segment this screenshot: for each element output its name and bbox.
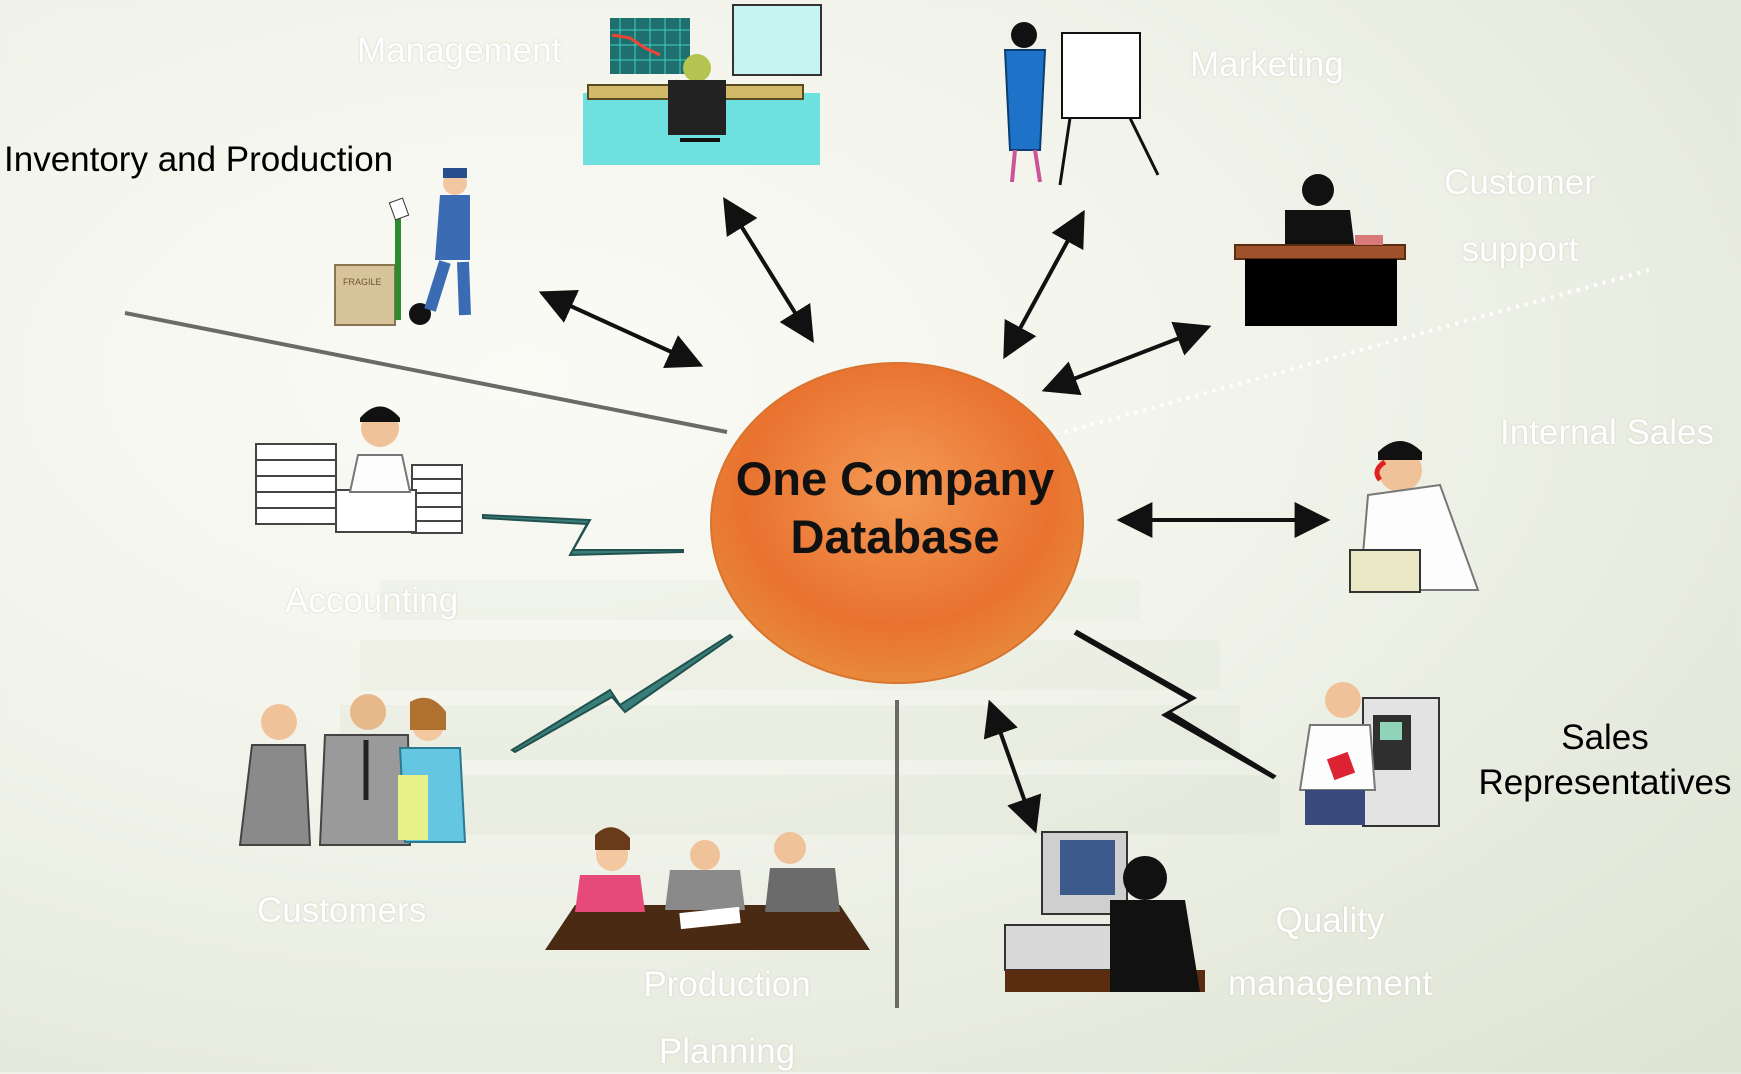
hub-label: One Company Database bbox=[700, 450, 1090, 566]
arrow-inventory bbox=[538, 290, 704, 368]
divider-line-dotted bbox=[1064, 268, 1651, 434]
label-inventory-production: Inventory and Production bbox=[4, 140, 394, 179]
arrow-customer-support bbox=[1041, 321, 1212, 396]
label-production-planning-line-1: Production bbox=[643, 965, 811, 1004]
internal-sales-illustration bbox=[1349, 441, 1480, 593]
divider-line-left bbox=[124, 311, 728, 434]
label-customer-support-line-1: Customer bbox=[1444, 163, 1596, 202]
svg-text:FRAGILE: FRAGILE bbox=[343, 277, 382, 287]
bolt-sales-reps bbox=[1073, 629, 1277, 780]
label-management: Management bbox=[357, 31, 562, 70]
sales-reps-illustration bbox=[1298, 682, 1440, 827]
label-sales-reps-line-1: Sales bbox=[1561, 718, 1649, 757]
label-accounting: Accounting bbox=[285, 581, 459, 620]
label-quality-line-2: management bbox=[1227, 964, 1433, 1003]
label-sales-reps-line-2: Representatives bbox=[1478, 763, 1732, 802]
label-marketing: Marketing bbox=[1190, 45, 1344, 84]
label-customers: Customers bbox=[257, 891, 427, 930]
label-production-planning-line-2: Planning bbox=[658, 1032, 796, 1071]
hub-label-line-2: Database bbox=[790, 510, 1000, 563]
connectors bbox=[538, 196, 1331, 834]
label-internal-sales: Internal Sales bbox=[1500, 413, 1715, 452]
management-illustration bbox=[583, 4, 822, 165]
hub-label-line-1: One Company bbox=[735, 452, 1055, 505]
quality-illustration bbox=[1004, 831, 1205, 992]
bolt-customers bbox=[510, 633, 734, 754]
hub-circle bbox=[710, 362, 1084, 684]
arrow-marketing bbox=[1003, 209, 1085, 360]
label-customer-support: Customer support bbox=[1420, 160, 1620, 272]
label-customer-support-line-2: support bbox=[1461, 230, 1579, 269]
label-sales-representatives: Sales Representatives bbox=[1470, 715, 1740, 805]
accounting-illustration bbox=[255, 406, 463, 534]
production-planning-illustration bbox=[545, 827, 870, 950]
bolt-accounting bbox=[482, 513, 684, 557]
label-production-planning: Production Planning bbox=[627, 962, 827, 1074]
arrow-management bbox=[723, 196, 814, 344]
customer-support-illustration bbox=[1234, 174, 1406, 326]
marketing-illustration bbox=[1003, 22, 1160, 186]
arrow-quality bbox=[983, 699, 1042, 834]
customers-illustration bbox=[238, 694, 467, 846]
label-quality-management: Quality management bbox=[1220, 898, 1440, 1006]
inventory-illustration: FRAGILE bbox=[334, 168, 471, 326]
label-quality-line-1: Quality bbox=[1275, 901, 1385, 940]
